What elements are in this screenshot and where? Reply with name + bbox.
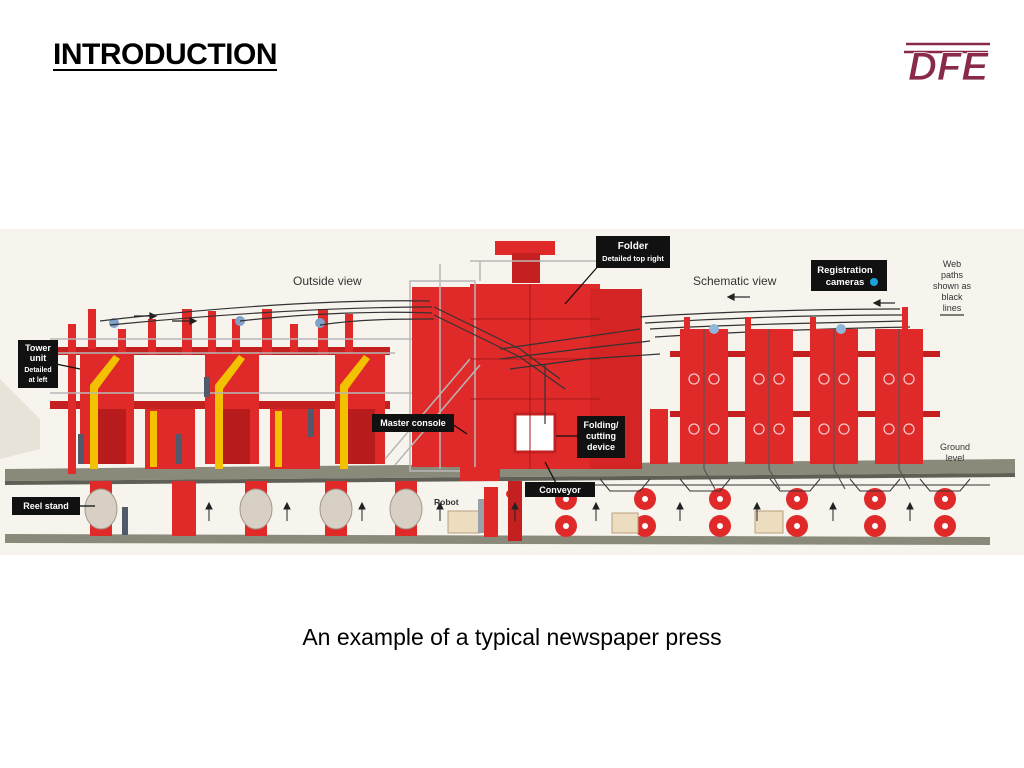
folding-callout-line1: Folding/ (584, 420, 619, 430)
folder-callout-sub: Detailed top right (602, 254, 664, 263)
conveyor-label: Conveyor (539, 485, 581, 495)
dfe-logo: DFE (904, 42, 990, 86)
web-paths-note: Web paths shown as black lines (933, 259, 972, 316)
robot-label: Robot (434, 497, 459, 507)
reel-stand-label: Reel stand (23, 501, 69, 511)
folder-callout: Folder Detailed top right (596, 236, 670, 268)
tower-units (45, 309, 470, 536)
logo-text: DFE (908, 45, 989, 86)
newspaper-press-diagram: Outside view Schematic view Folder Detai… (0, 229, 1024, 555)
folding-device-callout: Folding/ cutting device (577, 416, 625, 458)
tower-callout-line3: Detailed (24, 367, 51, 374)
web-note-line2: paths (941, 270, 964, 280)
schematic-towers (555, 307, 990, 537)
schematic-view-label: Schematic view (693, 274, 777, 288)
slide-title: INTRODUCTION (53, 38, 277, 71)
tower-callout-line1: Tower (25, 343, 51, 353)
conveyor-callout: Conveyor (525, 482, 595, 497)
web-note-line1: Web (943, 259, 961, 269)
web-note-line5: lines (943, 303, 962, 313)
ground-note-line2: level (946, 453, 965, 463)
tower-unit-callout: Tower unit Detailed at left (18, 340, 58, 388)
web-note-line4: black (941, 292, 963, 302)
figure-caption: An example of a typical newspaper press (302, 624, 722, 650)
ground-level-note: Ground level (940, 442, 970, 463)
registration-callout-line2: cameras (826, 277, 865, 288)
tower-callout-line4: at left (29, 377, 48, 384)
outside-view-label: Outside view (293, 274, 362, 288)
web-note-line3: shown as (933, 281, 972, 291)
reel-stand-callout: Reel stand (12, 497, 80, 515)
registration-callout-line1: Registration (817, 265, 873, 276)
master-console-callout: Master console (372, 414, 454, 432)
registration-cameras-callout: Registration cameras (811, 260, 887, 291)
folder-callout-title: Folder (618, 241, 649, 252)
folding-callout-line2: cutting (586, 431, 616, 441)
folding-callout-line3: device (587, 442, 615, 452)
tower-callout-line2: unit (30, 353, 47, 363)
camera-dot-icon (870, 278, 878, 286)
master-console-label: Master console (380, 418, 446, 428)
ground-note-line1: Ground (940, 442, 970, 452)
